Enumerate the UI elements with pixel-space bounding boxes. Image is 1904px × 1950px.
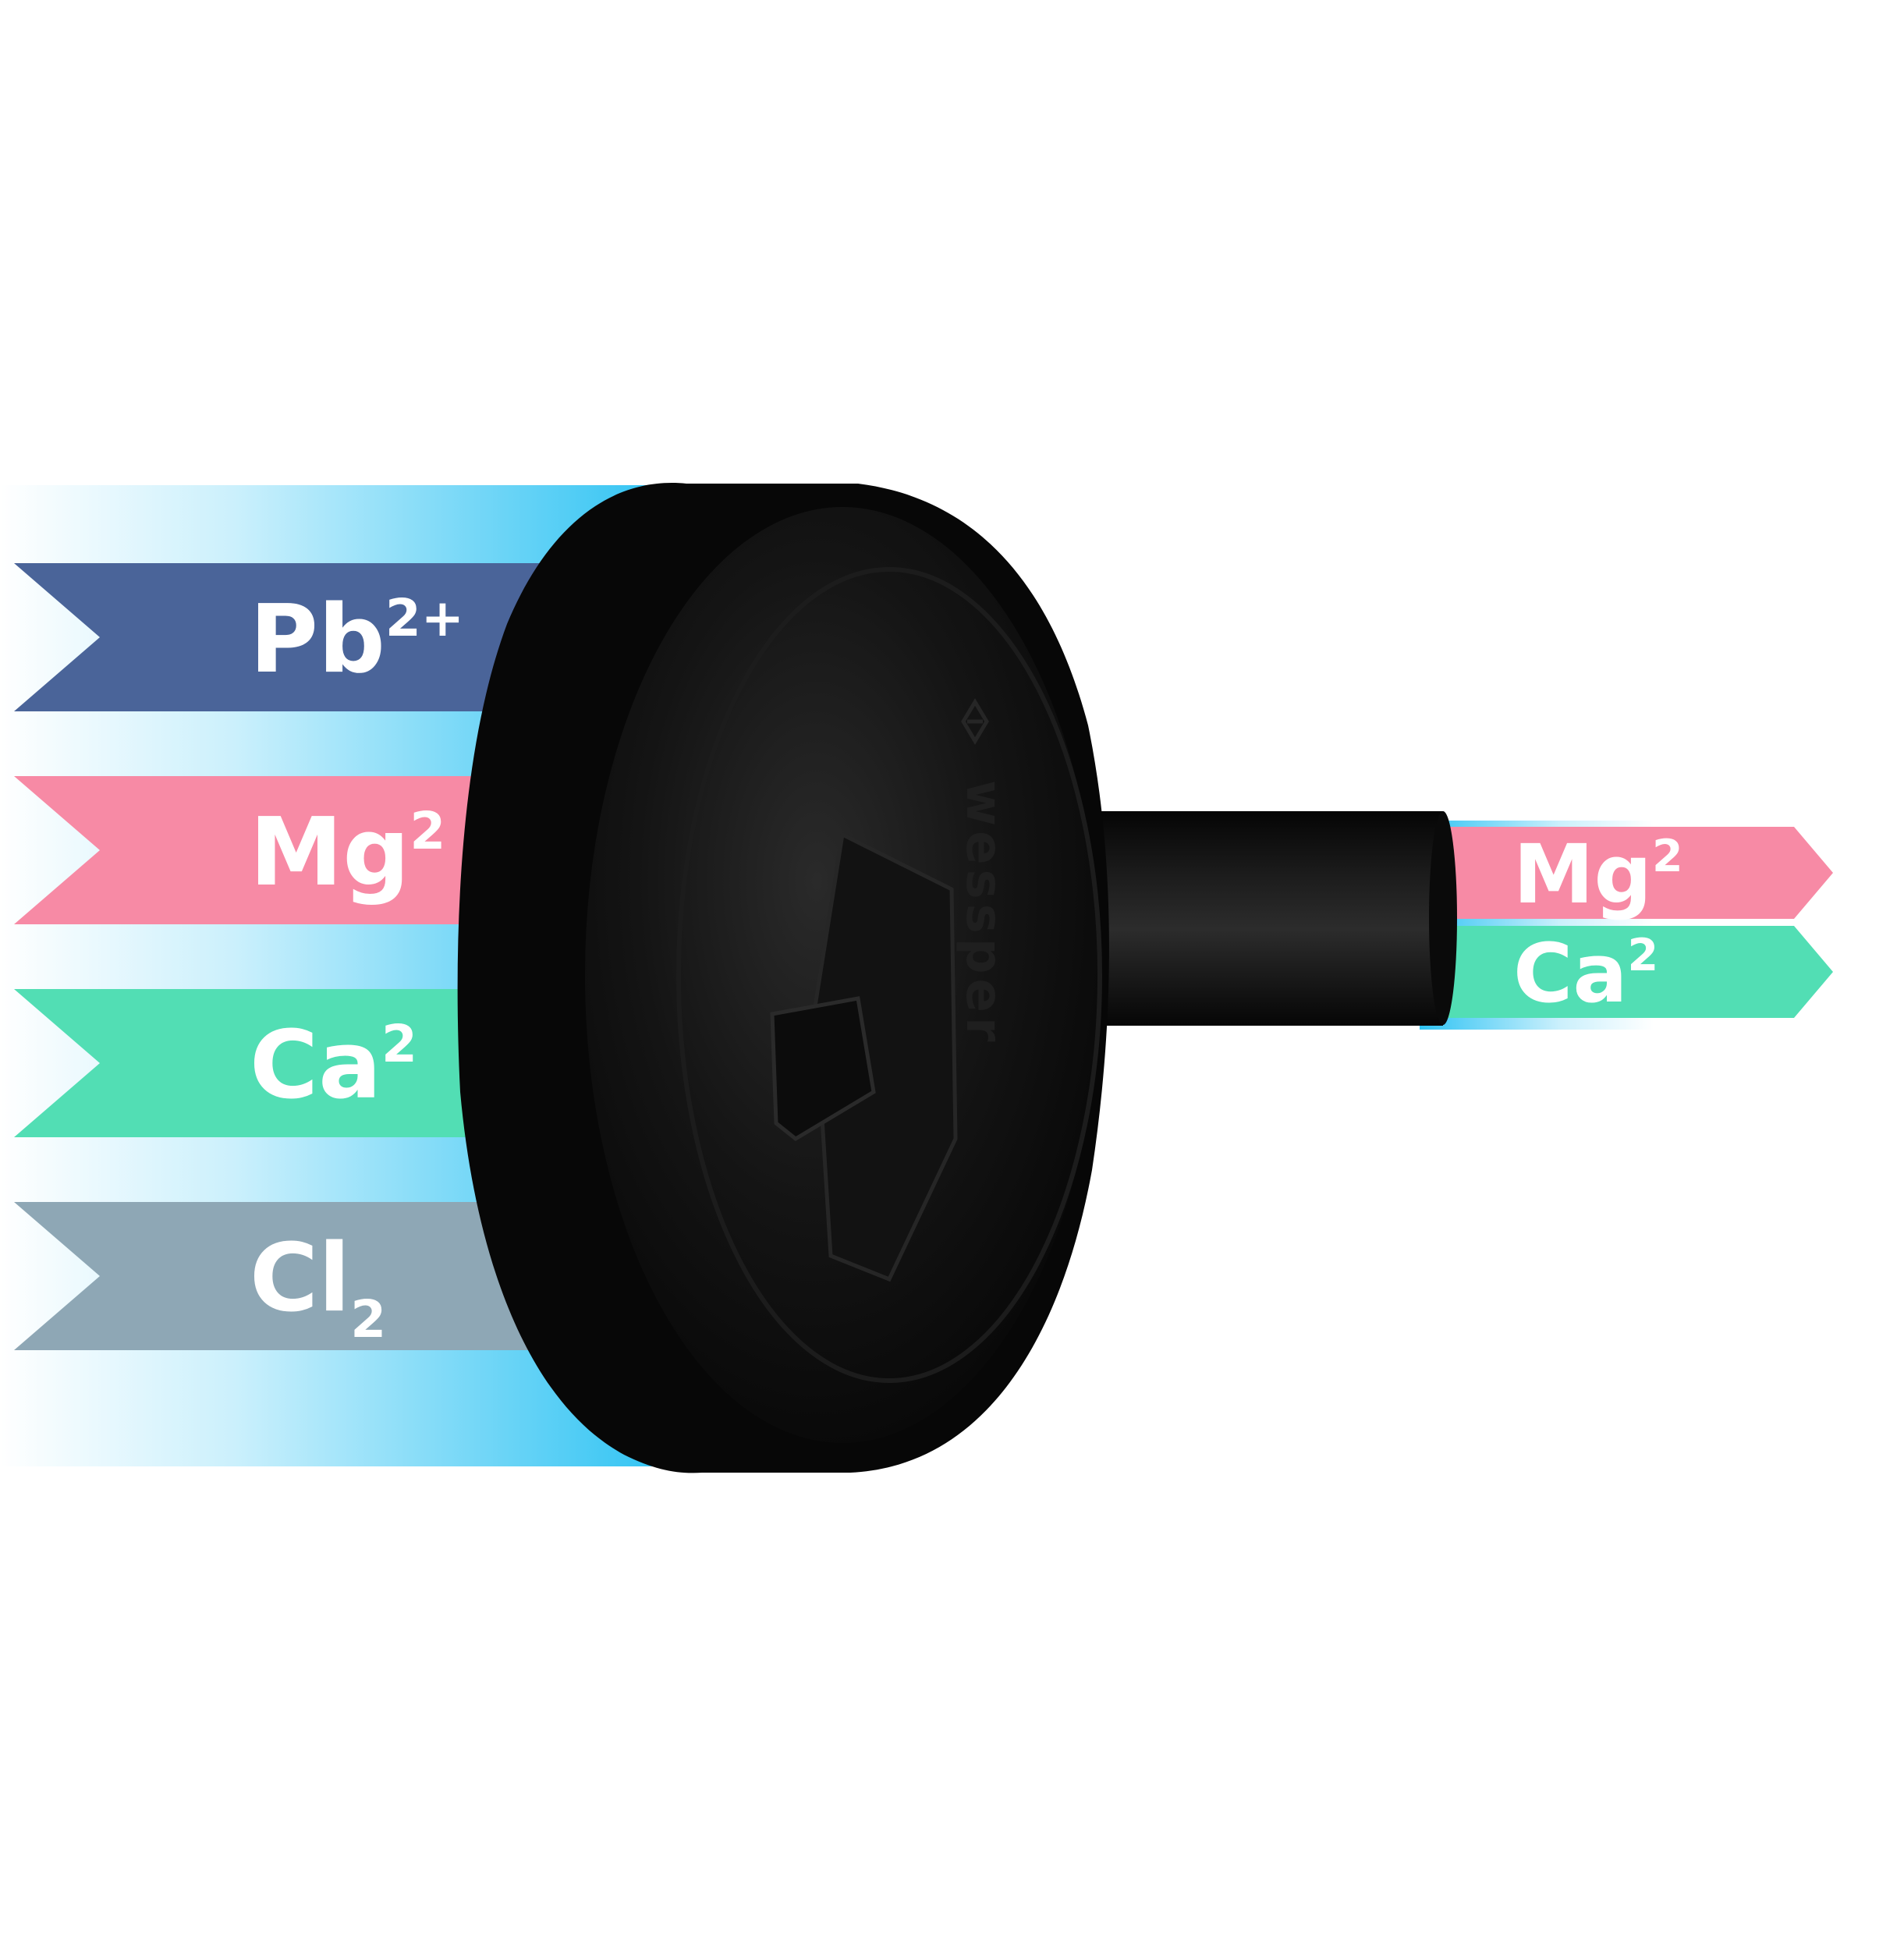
input-band-2-label: Ca2 — [250, 1012, 417, 1120]
output-band-0-label: Mg2 — [1513, 827, 1683, 922]
wessper-logo-icon — [961, 698, 989, 745]
output-band-0-base: Mg — [1513, 827, 1652, 922]
outlet-tube — [1049, 811, 1457, 1026]
input-band-1-base: Mg — [250, 799, 410, 907]
input-band-3-label: Cl2 — [250, 1225, 386, 1349]
output-band-0 — [1435, 827, 1833, 919]
input-band-0-label: Pb2+ — [250, 586, 464, 694]
input-band-3-script: 2 — [350, 1289, 386, 1349]
output-band-0-script: 2 — [1652, 831, 1683, 882]
input-band-3-base: Cl — [250, 1225, 350, 1333]
input-band-0-base: Pb — [250, 586, 385, 694]
input-band-2-base: Ca — [250, 1012, 381, 1120]
input-band-1-script: 2 — [410, 801, 445, 861]
input-band-0-script: 2+ — [385, 588, 464, 648]
input-band-3 — [14, 1202, 593, 1350]
brand-text: wessper — [955, 780, 1012, 1047]
output-band-1-script: 2 — [1628, 930, 1659, 981]
output-band-1-label: Ca2 — [1513, 926, 1658, 1021]
input-band-1 — [14, 776, 593, 924]
input-band-2-script: 2 — [381, 1014, 417, 1074]
input-band-1-label: Mg2 — [250, 799, 445, 907]
output-band-1-base: Ca — [1513, 926, 1628, 1021]
input-band-2 — [14, 989, 593, 1137]
output-band-1 — [1435, 926, 1833, 1018]
filter-cartridge: wessper — [457, 483, 1109, 1473]
input-band-0 — [14, 563, 593, 711]
